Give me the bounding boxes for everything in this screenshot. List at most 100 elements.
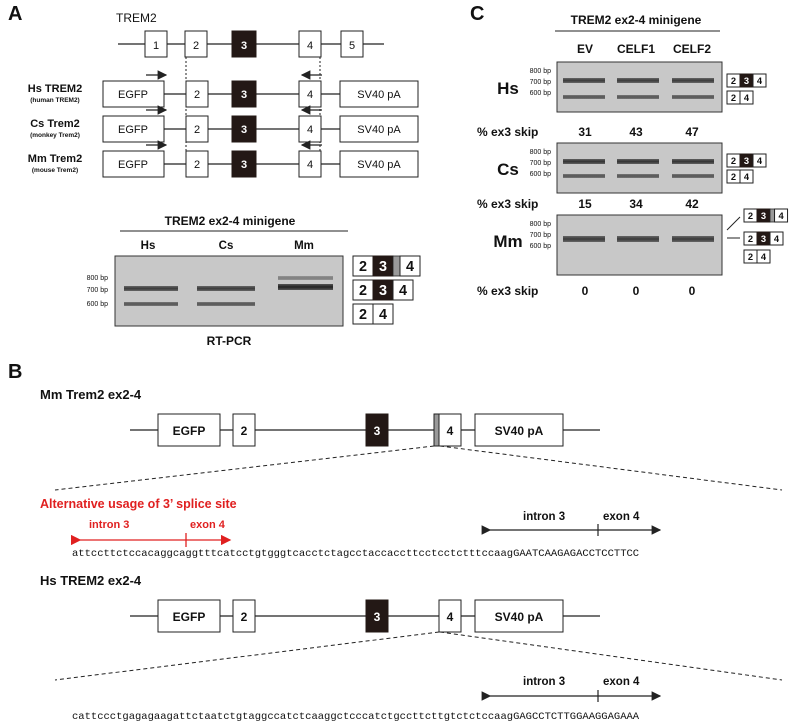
- panel-c-lane-celf1: CELF1: [617, 42, 655, 56]
- gel-a-band-hs-top: [124, 286, 178, 291]
- construct-exon3-box: [231, 80, 257, 108]
- svg-text:2: 2: [731, 93, 736, 103]
- svg-text:2: 2: [359, 259, 367, 275]
- gel-a-band-mm-main: [278, 284, 333, 290]
- hs-exon4-label: 4: [447, 610, 454, 624]
- hs-sv40-box: [474, 599, 564, 633]
- gene-exon-3-label: 3: [241, 40, 247, 52]
- hs-intron-label: intron 3: [523, 676, 565, 688]
- panel-a-label: A: [8, 3, 22, 25]
- gene-exon-3: [231, 30, 257, 58]
- construct-exon3-label: 3: [241, 159, 247, 171]
- mm-exon2-box: [232, 413, 256, 447]
- construct-egfp-label: EGFP: [118, 124, 148, 136]
- gel-a-marker-800: 800 bp: [87, 275, 109, 282]
- svg-text:3: 3: [761, 234, 766, 244]
- gel-a-lane-mm: Mm: [294, 240, 314, 252]
- panel-c-marker: 700 bp: [530, 160, 552, 167]
- panel-c-band: [617, 174, 659, 178]
- gel-a-marker-600: 600 bp: [87, 301, 109, 308]
- hs-egfp-box: [157, 599, 221, 633]
- construct-exon3-box: [231, 150, 257, 178]
- svg-text:2: 2: [748, 211, 753, 221]
- construct-sv40-label: SV40 pA: [357, 89, 401, 101]
- svg-text:2: 2: [748, 252, 753, 262]
- gene-exon-1-label: 1: [153, 40, 159, 52]
- svg-text:3: 3: [761, 211, 766, 221]
- gel-a-band-cs-top: [197, 286, 255, 291]
- panel-c-species-label: Cs: [497, 160, 519, 179]
- mm-intron-label: intron 3: [523, 511, 565, 523]
- construct-exon4-label: 4: [307, 89, 313, 101]
- panel-c-band: [617, 159, 659, 164]
- construct-egfp-box: [102, 150, 165, 178]
- construct-exon2-label: 2: [194, 159, 200, 171]
- gene-exon-2-label: 2: [193, 40, 199, 52]
- construct-exon2-box: [185, 80, 209, 108]
- mm-exon-label: exon 4: [603, 511, 640, 523]
- trem2-gene-structure: TREM2 1 2 3 4 5: [116, 11, 384, 170]
- construct-exon3-label: 3: [241, 89, 247, 101]
- construct-name: Hs TREM2: [28, 83, 82, 95]
- construct-sv40-box: [339, 150, 419, 178]
- gel-a-lane-cs: Cs: [219, 240, 234, 252]
- construct-name: Cs Trem2: [30, 118, 80, 130]
- gene-exon-5-label: 5: [349, 40, 355, 52]
- construct-subname: (human TREM2): [30, 97, 79, 104]
- panel-c-marker: 600 bp: [530, 243, 552, 250]
- panel-c-gel-image: [556, 61, 723, 113]
- panel-c-skip-label: % ex3 skip: [477, 284, 538, 298]
- gel-a-band-cs-bottom: [197, 302, 255, 306]
- panel-c-gel-image: [556, 214, 723, 276]
- panel-c-band: [672, 174, 714, 178]
- construct-exon3-box: [231, 115, 257, 143]
- panel-c-title: TREM2 ex2-4 minigene: [571, 13, 702, 27]
- gel-a-marker-700: 700 bp: [87, 287, 109, 294]
- construct-exon3-label: 3: [241, 124, 247, 136]
- construct-exon2-box: [185, 115, 209, 143]
- panel-c-skip-value: 42: [685, 197, 699, 211]
- panel-c-marker: 800 bp: [530, 221, 552, 228]
- mm-red-intron-label: intron 3: [89, 519, 129, 531]
- panel-c-skip-value: 0: [582, 284, 589, 298]
- svg-text:4: 4: [774, 234, 780, 244]
- hs-sv40-label: SV40 pA: [495, 610, 544, 624]
- panel-c-lane-celf2: CELF2: [673, 42, 711, 56]
- gene-exon-1: [144, 30, 168, 58]
- hs-detail-title: Hs TREM2 ex2-4: [40, 573, 142, 588]
- alt-splice-title: Alternative usage of 3’ splice site: [40, 497, 237, 511]
- panel-c-band: [563, 174, 605, 178]
- panel-c-band: [617, 236, 659, 242]
- svg-text:2: 2: [359, 307, 367, 323]
- gel-a: TREM2 ex2-4 minigene Hs Cs Mm 800 bp 700…: [87, 214, 348, 348]
- hs-egfp-label: EGFP: [173, 610, 206, 624]
- panel-c-skip-value: 15: [578, 197, 592, 211]
- svg-text:2: 2: [731, 172, 736, 182]
- panel-c-marker: 800 bp: [530, 68, 552, 75]
- svg-text:4: 4: [744, 172, 750, 182]
- panel-c-band: [672, 159, 714, 164]
- construct-subname: (mouse Trem2): [32, 167, 78, 174]
- gene-label: TREM2: [116, 11, 157, 25]
- mm-exon2-label: 2: [241, 424, 248, 438]
- hs-exon2-label: 2: [241, 610, 248, 624]
- svg-text:2: 2: [731, 156, 736, 166]
- construct-subname: (monkey Trem2): [30, 132, 80, 139]
- svg-text:4: 4: [778, 211, 784, 221]
- mm-detail-title: Mm Trem2 ex2-4: [40, 387, 142, 402]
- panel-c-skip-label: % ex3 skip: [477, 197, 538, 211]
- mm-sequence: attccttctccacaggcaggtttcatcctgtgggtcacct…: [72, 548, 639, 560]
- svg-text:4: 4: [744, 93, 750, 103]
- svg-text:3: 3: [744, 156, 749, 166]
- construct-egfp-label: EGFP: [118, 89, 148, 101]
- construct-exon2-label: 2: [194, 124, 200, 136]
